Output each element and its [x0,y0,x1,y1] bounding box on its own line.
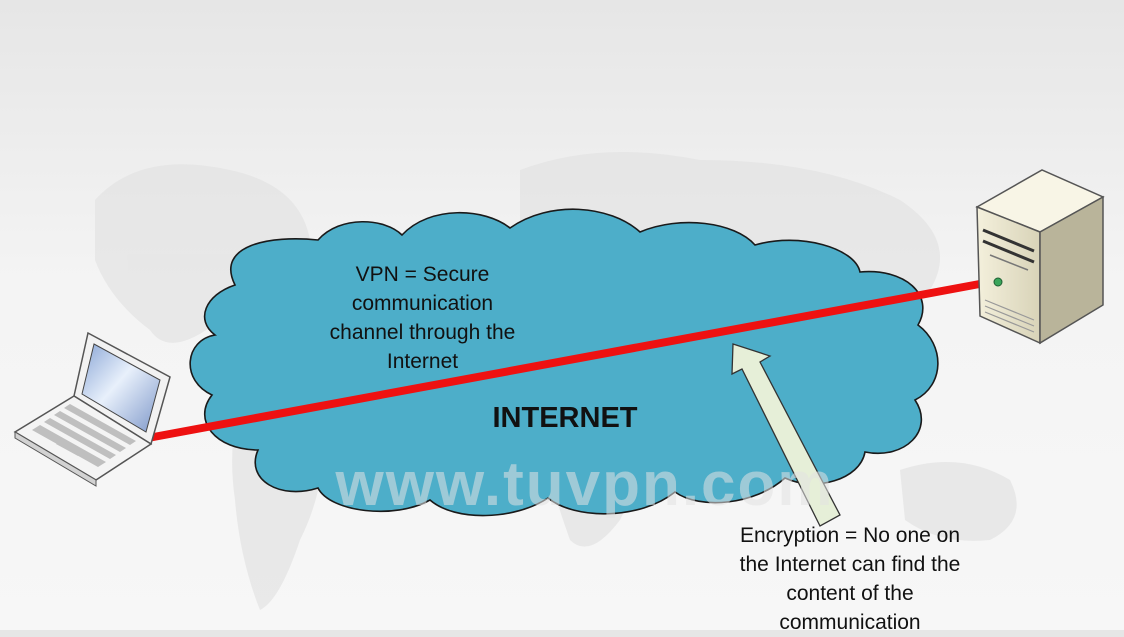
vpn-tunnel-line [144,279,989,442]
encryption-note-line: the Internet can find the [739,553,961,576]
vpn-note-line: Internet [386,350,459,373]
vpn-description: VPN = Secure communication channel throu… [300,260,545,376]
server-icon [975,169,1105,345]
internet-label: INTERNET [492,402,638,434]
vpn-note-line: VPN = Secure [355,263,490,286]
encryption-note-line: communication [779,611,921,634]
watermark-text: www.tuvpn.com [335,450,835,519]
encryption-pointer-arrow [731,343,841,527]
encryption-note-line: content of the [786,582,914,605]
vpn-note-line: channel through the [329,321,516,344]
laptop-icon [13,331,171,487]
encryption-note-line: Encryption = No one on [739,524,961,547]
vpn-note-line: communication [351,292,494,315]
encryption-description: Encryption = No one on the Internet can … [705,521,995,637]
